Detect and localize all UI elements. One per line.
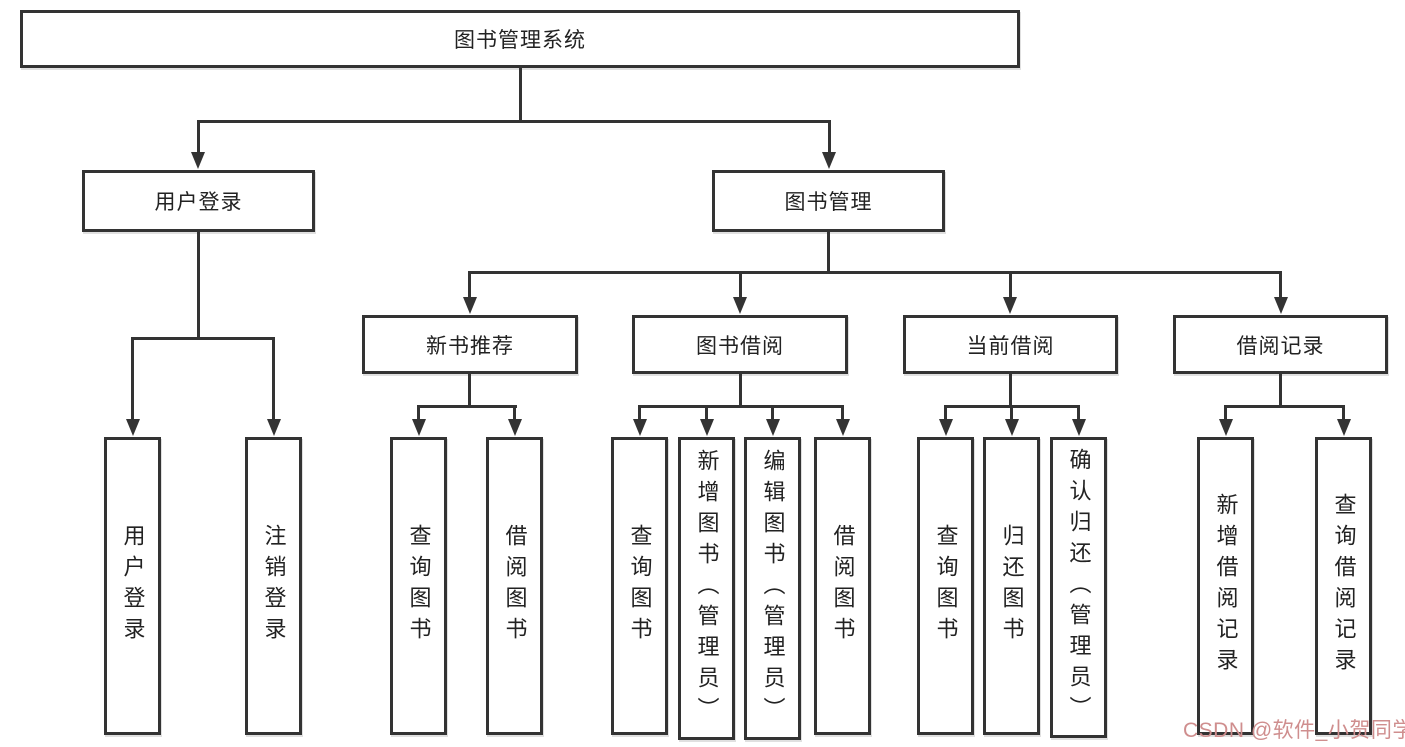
connector-recommend-stem — [468, 374, 471, 405]
leaf-edit-book-admin: 编辑图书（管理员） — [744, 437, 801, 740]
connector-arrow-shaft — [771, 405, 774, 421]
leaf-label: 确认归还（管理员） — [1066, 448, 1092, 727]
leaf-label: 注销登录 — [261, 524, 287, 648]
leaf-label: 用户登录 — [120, 524, 146, 648]
arrowhead-down-icon — [1274, 297, 1288, 314]
node-label: 当前借阅 — [966, 334, 1055, 358]
arrowhead-down-icon — [1005, 419, 1019, 436]
leaf-logout: 注销登录 — [245, 437, 302, 735]
arrowhead-down-icon — [412, 419, 426, 436]
connector-root-stem — [519, 68, 522, 120]
connector-bookmgmt-bar — [468, 271, 1282, 274]
connector-borrow-bar — [638, 405, 844, 408]
node-borrow-records: 借阅记录 — [1173, 315, 1388, 374]
leaf-label: 查询借阅记录 — [1331, 493, 1357, 679]
connector-current-stem — [1009, 374, 1012, 405]
arrowhead-down-icon — [939, 419, 953, 436]
connector-arrow-shaft — [1009, 271, 1012, 300]
connector-records-stem — [1279, 374, 1282, 405]
leaf-label: 借阅图书 — [502, 524, 528, 648]
leaf-query-books: 查询图书 — [611, 437, 668, 735]
arrowhead-down-icon — [836, 419, 850, 436]
leaf-user-login: 用户登录 — [104, 437, 161, 735]
node-library-system: 图书管理系统 — [20, 10, 1020, 68]
leaf-query-borrow-record: 查询借阅记录 — [1315, 437, 1372, 735]
node-label: 新书推荐 — [426, 334, 514, 358]
arrowhead-down-icon — [822, 152, 836, 169]
arrowhead-down-icon — [633, 419, 647, 436]
leaf-add-borrow-record: 新增借阅记录 — [1197, 437, 1254, 735]
leaf-query-books: 查询图书 — [390, 437, 447, 735]
leaf-confirm-return-admin: 确认归还（管理员） — [1050, 437, 1107, 738]
node-book-management: 图书管理 — [712, 170, 945, 232]
connector-arrow-shaft — [417, 405, 420, 421]
leaf-label: 借阅图书 — [830, 524, 856, 648]
leaf-label: 新增图书（管理员） — [694, 449, 720, 728]
connector-arrow-shaft — [1010, 405, 1013, 421]
node-label: 图书管理 — [784, 191, 873, 214]
leaf-label: 查询图书 — [406, 524, 432, 648]
arrowhead-down-icon — [463, 297, 477, 314]
leaf-label: 查询图书 — [627, 524, 653, 648]
connector-arrow-shaft — [513, 405, 516, 421]
node-user-login: 用户登录 — [82, 170, 315, 232]
arrowhead-down-icon — [126, 419, 140, 436]
leaf-borrow-books: 借阅图书 — [814, 437, 871, 735]
connector-borrow-stem — [739, 374, 742, 405]
watermark-text: CSDN @软件_小贺同学 — [1183, 719, 1405, 742]
connector-arrow-shaft — [739, 271, 742, 300]
node-book-borrow: 图书借阅 — [632, 315, 848, 374]
node-label: 借阅记录 — [1236, 334, 1325, 358]
connector-arrow-shaft — [944, 405, 947, 421]
leaf-label: 新增借阅记录 — [1213, 493, 1239, 679]
arrowhead-down-icon — [766, 419, 780, 436]
arrowhead-down-icon — [1003, 297, 1017, 314]
leaf-query-books: 查询图书 — [917, 437, 974, 735]
node-label: 用户登录 — [154, 191, 243, 214]
arrowhead-down-icon — [733, 297, 747, 314]
node-label: 图书管理系统 — [454, 29, 586, 52]
connector-arrow-shaft — [1224, 405, 1227, 421]
leaf-label: 编辑图书（管理员） — [760, 449, 786, 728]
connector-arrow-shaft — [468, 271, 471, 300]
leaf-label: 查询图书 — [933, 524, 959, 648]
node-new-book-recommend: 新书推荐 — [362, 315, 578, 374]
connector-arrow-shaft — [638, 405, 641, 421]
node-label: 图书借阅 — [696, 334, 784, 358]
arrowhead-down-icon — [700, 419, 714, 436]
connector-arrow-shaft — [828, 120, 831, 154]
connector-arrow-shaft — [131, 337, 134, 421]
arrowhead-down-icon — [1337, 419, 1351, 436]
leaf-label: 归还图书 — [999, 524, 1025, 648]
arrowhead-down-icon — [267, 419, 281, 436]
arrowhead-down-icon — [1072, 419, 1086, 436]
connector-arrow-shaft — [197, 120, 200, 154]
connector-userlogin-bar — [131, 337, 275, 340]
connector-arrow-shaft — [1279, 271, 1282, 300]
node-current-borrow: 当前借阅 — [903, 315, 1118, 374]
leaf-return-books: 归还图书 — [983, 437, 1040, 735]
arrowhead-down-icon — [191, 152, 205, 169]
leaf-add-book-admin: 新增图书（管理员） — [678, 437, 735, 740]
connector-bookmgmt-stem — [827, 232, 830, 271]
connector-arrow-shaft — [841, 405, 844, 421]
leaf-borrow-books: 借阅图书 — [486, 437, 543, 735]
arrowhead-down-icon — [508, 419, 522, 436]
connector-recommend-bar — [417, 405, 517, 408]
connector-arrow-shaft — [272, 337, 275, 421]
connector-arrow-shaft — [1077, 405, 1080, 421]
arrowhead-down-icon — [1219, 419, 1233, 436]
connector-arrow-shaft — [1342, 405, 1345, 421]
connector-root-bar — [197, 120, 831, 123]
connector-arrow-shaft — [705, 405, 708, 421]
connector-records-bar — [1224, 405, 1345, 408]
connector-userlogin-stem — [197, 232, 200, 337]
